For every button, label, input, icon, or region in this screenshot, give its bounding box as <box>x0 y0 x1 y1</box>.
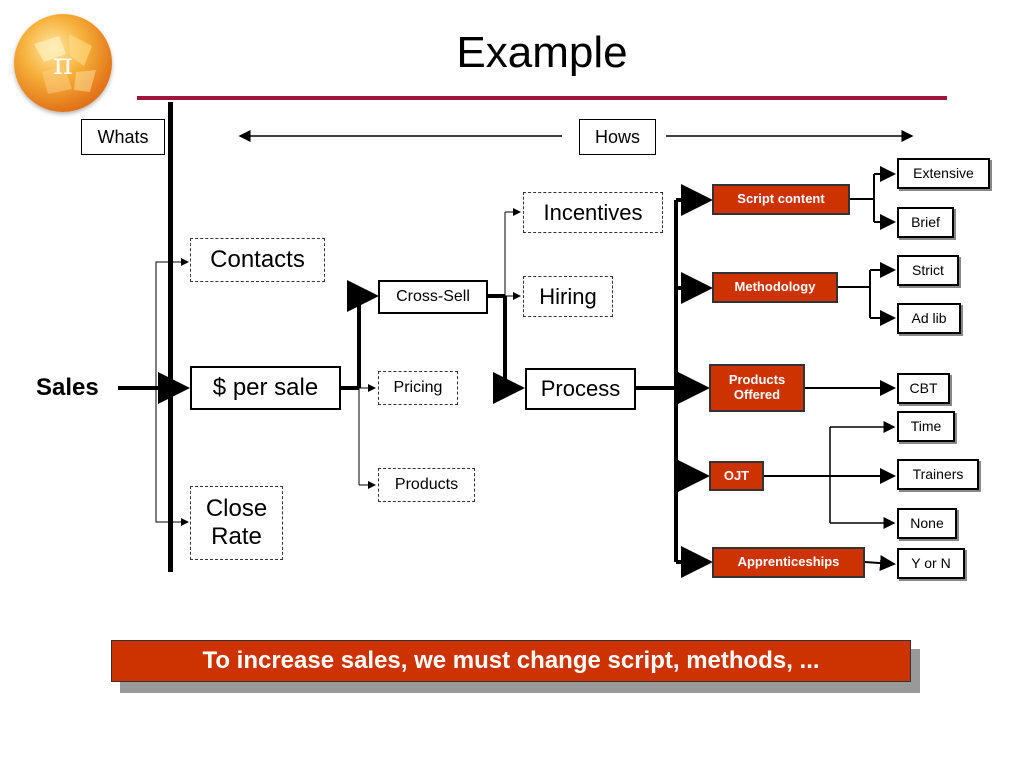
node-pricing: Pricing <box>378 371 458 405</box>
outcome-y-or-n: Y or N <box>897 548 965 579</box>
node-hiring: Hiring <box>523 276 613 317</box>
outcome-extensive: Extensive <box>897 158 990 189</box>
node-process: Process <box>525 368 636 410</box>
node-apprenticeships: Apprenticeships <box>712 547 865 578</box>
outcome-brief: Brief <box>897 207 954 238</box>
title-rule <box>137 96 947 100</box>
node-script-content: Script content <box>712 184 850 215</box>
node-ojt: OJT <box>709 461 764 491</box>
page-title: Example <box>456 28 628 77</box>
node-close-rate: Close Rate <box>190 486 283 560</box>
outcome-strict: Strict <box>897 255 959 286</box>
node-incentives: Incentives <box>523 192 663 233</box>
outcome-cbt: CBT <box>897 373 950 404</box>
outcome-time: Time <box>897 411 955 442</box>
outcome-trainers: Trainers <box>897 459 979 490</box>
hows-label: Hows <box>579 119 656 155</box>
outcome-ad-lib: Ad lib <box>897 303 961 334</box>
node-per-sale: $ per sale <box>190 366 341 410</box>
node-products-offered: Products Offered <box>709 364 805 412</box>
sales-label: Sales <box>36 374 99 401</box>
whats-divider <box>168 102 173 572</box>
svg-text:π: π <box>53 47 73 82</box>
node-methodology: Methodology <box>712 272 838 303</box>
node-contacts: Contacts <box>190 238 325 282</box>
node-products: Products <box>378 468 475 502</box>
conclusion-banner: To increase sales, we must change script… <box>111 640 911 682</box>
globe-logo: π <box>14 14 112 112</box>
whats-label: Whats <box>81 119 165 155</box>
node-cross-sell: Cross-Sell <box>378 280 488 314</box>
outcome-none: None <box>897 508 957 539</box>
